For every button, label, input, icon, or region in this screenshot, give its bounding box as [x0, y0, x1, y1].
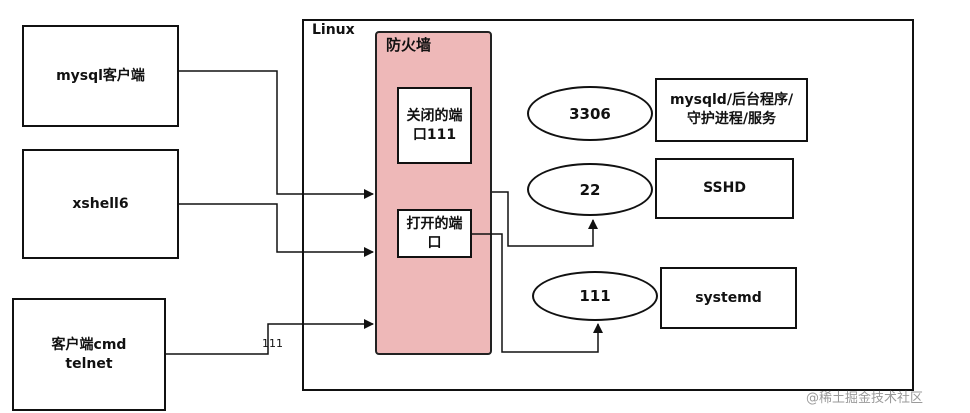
service-sshd: SSHD [655, 158, 794, 219]
linux-label: Linux [312, 22, 355, 38]
telnet-port-label: 111 [262, 337, 283, 350]
port-3306-ellipse: 3306 [527, 86, 653, 141]
wire-xshell-to-firewall [179, 203, 374, 257]
service-systemd: systemd [660, 267, 797, 329]
client-xshell: xshell6 [22, 149, 179, 259]
wire-firewall-to-port-22 [492, 191, 598, 247]
service-mysqld: mysqld/后台程序/ 守护进程/服务 [655, 78, 808, 142]
wire-mysql-to-firewall [179, 70, 374, 199]
wire-openport-to-port-111 [472, 233, 603, 353]
port-22-ellipse: 22 [527, 163, 653, 216]
client-cmd-telnet: 客户端cmd telnet [12, 298, 166, 411]
open-port-box: 打开的端 口 [397, 209, 472, 258]
client-mysql: mysql客户端 [22, 25, 179, 127]
linux-system-boundary [302, 19, 914, 391]
wire-cmd-to-firewall [166, 319, 374, 355]
port-111-ellipse: 111 [532, 271, 658, 321]
firewall-label: 防火墙 [386, 36, 432, 54]
firewall-block [375, 31, 492, 355]
closed-port-box: 关闭的端 口111 [397, 87, 472, 164]
watermark: @稀土掘金技术社区 [806, 391, 924, 406]
